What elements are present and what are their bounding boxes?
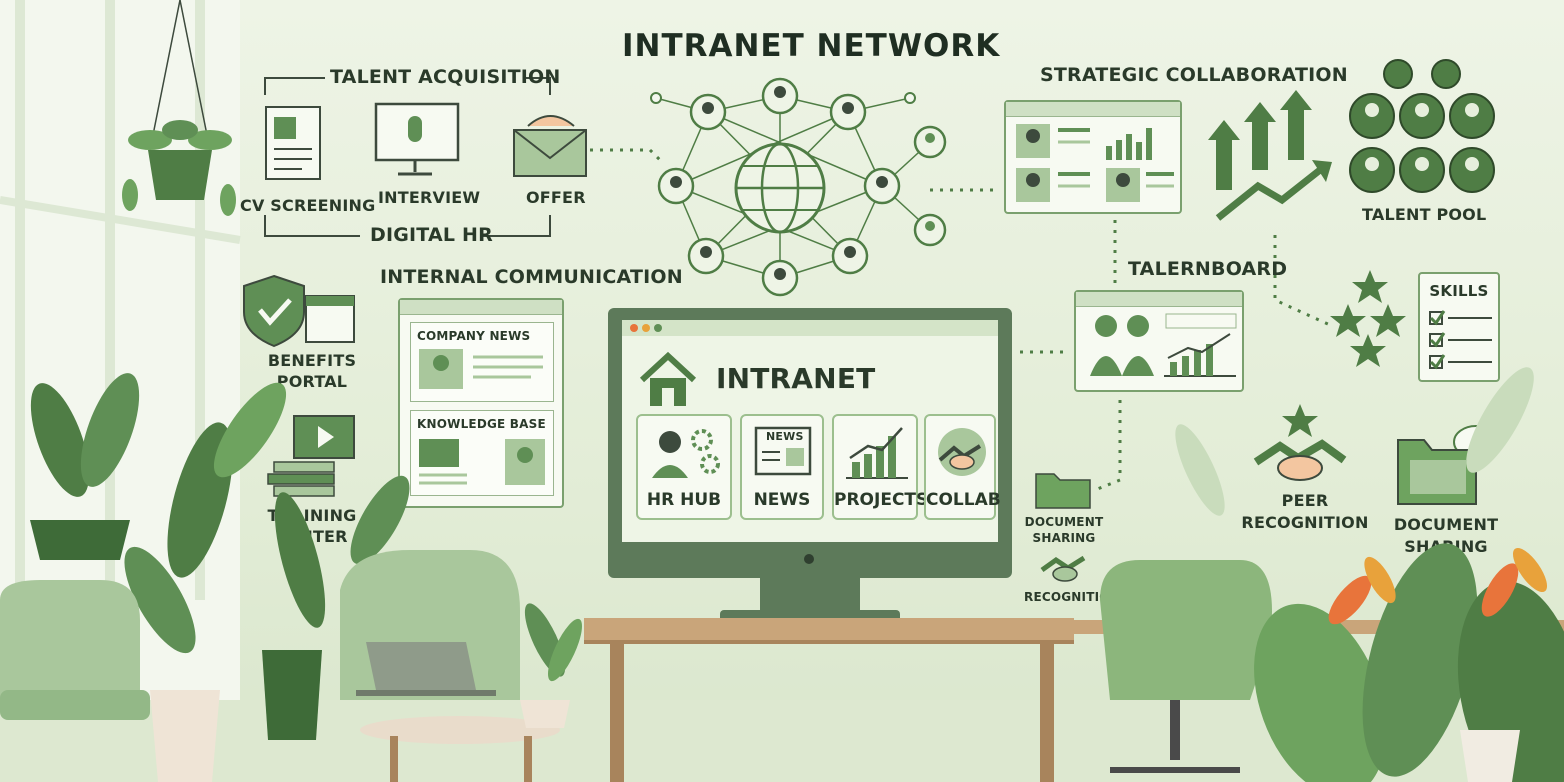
growth-arrows-icon: [1208, 90, 1332, 221]
talent-pool-icon: [1349, 59, 1495, 193]
newspaper-icon: [754, 426, 812, 476]
desk-leg-left: [610, 640, 624, 782]
talentboard-label: TALERNBOARD: [1128, 258, 1288, 280]
knowledge-base-label: KNOWLEDGE BASE: [417, 417, 546, 431]
small-handshake-icon: [1040, 555, 1086, 582]
hr-hub-icon: [652, 429, 720, 478]
interview-label: INTERVIEW: [378, 188, 481, 207]
strategic-collaboration-window: [1004, 100, 1182, 214]
desk-top: [584, 618, 1074, 644]
news-label: NEWS: [753, 490, 811, 510]
skills-label: SKILLS: [1429, 282, 1489, 300]
training-video-icon: [267, 415, 355, 497]
collab-handshake-icon: [938, 428, 986, 476]
strategic-collaboration-heading: STRATEGIC COLLABORATION: [1040, 64, 1348, 86]
cv-document-icon: [265, 106, 321, 180]
offer-label: OFFER: [526, 188, 586, 207]
peer-recognition-icon: [1253, 404, 1347, 481]
hanging-plant-illustration: [122, 0, 236, 216]
tile-news[interactable]: NEWS NEWS: [740, 414, 824, 520]
skills-checklist-icon: [1429, 310, 1492, 370]
collab-label: COLLAB: [926, 490, 1001, 510]
projects-label: PROJECTS: [834, 490, 929, 510]
offer-envelope-icon: [513, 115, 587, 177]
intranet-title: INTRANET: [716, 362, 876, 395]
projects-chart-icon: [846, 427, 908, 479]
talentboard-graphic: [1090, 313, 1237, 377]
home-icon: [639, 351, 697, 406]
knowledge-base-graphic: [419, 439, 545, 485]
tile-projects[interactable]: PROJECTS: [832, 414, 929, 520]
intranet-monitor: INTRANET HR HUB NEWS NEWS: [608, 308, 1012, 578]
cv-screening-label: CV SCREENING: [240, 196, 376, 215]
news-icon-text: NEWS: [766, 430, 804, 443]
page-title: INTRANET NETWORK: [622, 28, 1001, 64]
monitor-stand: [760, 578, 860, 614]
digital-hr-label: DIGITAL HR: [370, 224, 493, 246]
desk-leg-right: [1040, 640, 1054, 782]
talentboard-window: [1074, 290, 1244, 392]
tile-collab[interactable]: COLLAB: [924, 414, 1001, 520]
stars-icon: [1330, 270, 1406, 367]
talent-acquisition-heading: TALENT ACQUISITION: [330, 66, 561, 88]
collaboration-dashboard-graphic: [1016, 124, 1174, 202]
company-news-label: COMPANY NEWS: [417, 329, 531, 343]
benefits-shield-icon: [243, 274, 355, 348]
company-news-graphic: [419, 349, 543, 389]
browser-bar: [622, 320, 998, 336]
internal-communication-heading: INTERNAL COMMUNICATION: [380, 266, 683, 288]
document-sharing-small-label: DOCUMENT SHARING: [1024, 515, 1104, 545]
benefits-portal-label: BENEFITS PORTAL: [267, 351, 357, 391]
recognition-small-label: RECOGNITION: [1024, 590, 1120, 604]
hr-hub-label: HR HUB: [646, 490, 722, 510]
peer-recognition-label: PEER RECOGNITION: [1241, 491, 1369, 532]
interview-monitor-icon: [374, 102, 460, 176]
tile-hr-hub[interactable]: HR HUB: [636, 414, 732, 520]
internal-communication-window: COMPANY NEWS KNOWLEDGE BASE: [398, 298, 564, 508]
intranet-screen: INTRANET HR HUB NEWS NEWS: [622, 336, 1001, 542]
knowledge-base-panel: KNOWLEDGE BASE: [410, 410, 554, 496]
skills-card: SKILLS: [1418, 272, 1500, 382]
network-graph: [650, 77, 947, 297]
folder-icon: [1035, 473, 1091, 509]
company-news-panel: COMPANY NEWS: [410, 322, 554, 402]
talent-pool-label: TALENT POOL: [1362, 205, 1487, 224]
